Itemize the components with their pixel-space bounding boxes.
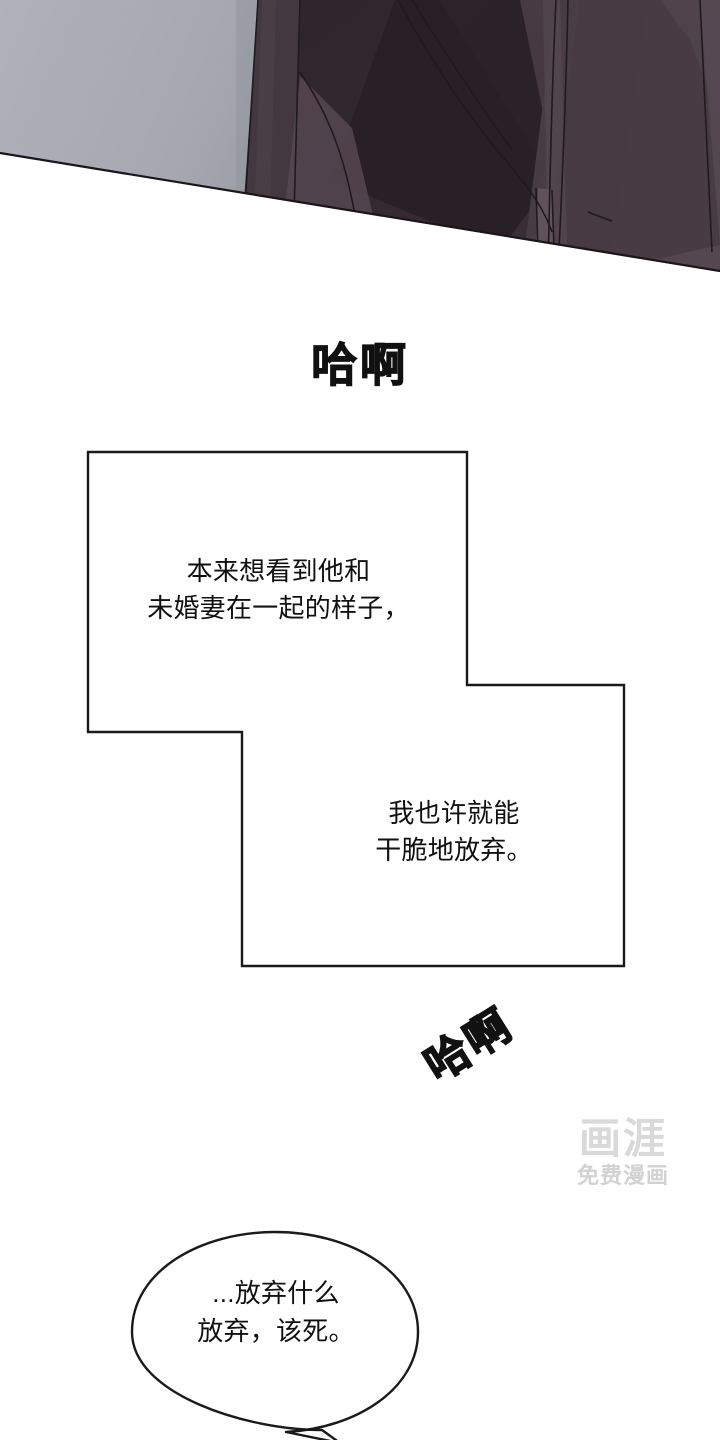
sfx-top-text: 哈啊: [311, 339, 409, 391]
watermark: 画涯 免费漫画: [557, 1115, 689, 1189]
panel-bottom-edge-line: [0, 151, 720, 273]
speech-bubble-outline: [130, 1230, 420, 1440]
sfx-lower-text: 哈啊: [416, 999, 523, 1092]
watermark-logo-text: 画涯: [578, 1115, 667, 1162]
speech-bubble: ...放弃什么 放弃，该死。: [126, 1228, 424, 1440]
panel-bottom-cut: [0, 154, 720, 285]
coat-deep-shadow: [330, 0, 556, 250]
artwork-illustration: [0, 0, 720, 285]
narration-box: 本来想看到他和 未婚妻在一起的样子， 我也许就能 干脆地放弃。: [86, 450, 626, 968]
comic-artwork-panel: [0, 0, 720, 285]
narration-box-outline: [86, 450, 626, 968]
watermark-tagline-text: 免费漫画: [576, 1162, 669, 1188]
speech-bubble-text: ...放弃什么 放弃，该死。: [197, 1278, 355, 1346]
narration-text-lower: 我也许就能 干脆地放弃。: [375, 798, 533, 865]
narration-text-upper: 本来想看到他和 未婚妻在一起的样子，: [147, 556, 410, 623]
